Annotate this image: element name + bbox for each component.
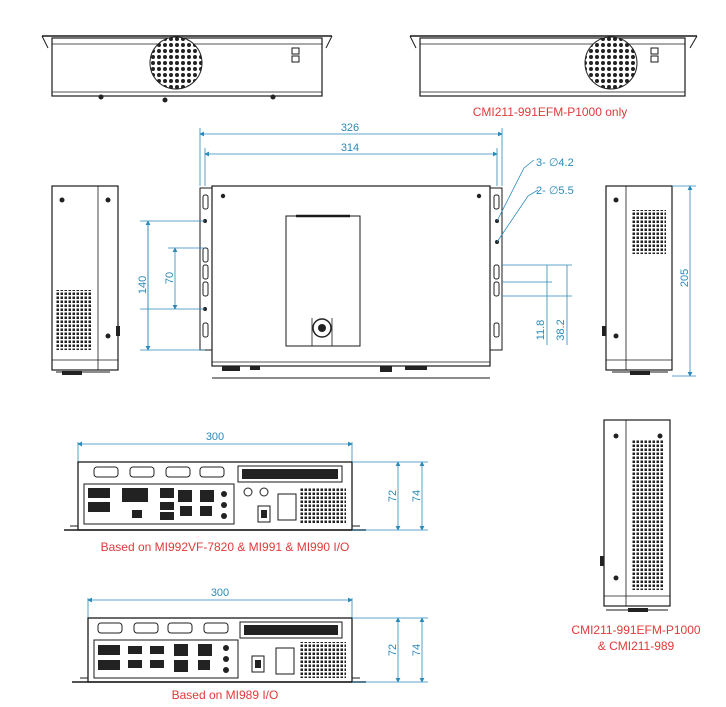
dim-io1-72: 72 [387, 490, 399, 502]
dim-io1-300: 300 [206, 431, 224, 443]
hole-spec-42: 3- ∅4.2 [536, 157, 574, 169]
io-view-2: 300 72 [72, 587, 428, 702]
dim-140: 140 [137, 276, 149, 294]
caption-io-view-1: Based on MI992VF-7820 & MI991 & MI990 I/… [101, 540, 350, 554]
front-view-dimensions: 326 314 140 70 3- ∅4.2 2- ∅5.5 11.8 38.2 [137, 122, 574, 351]
io-view-1: 300 [64, 431, 428, 554]
left-side-view [51, 185, 120, 375]
dim-38-2: 38.2 [555, 319, 567, 340]
caption-side-view-line2: & CMI211-989 [598, 639, 675, 653]
caption-top-right-view: CMI211-991EFM-P1000 only [473, 105, 628, 119]
right-side-view: 205 [602, 185, 696, 377]
dim-io2-72: 72 [387, 644, 399, 656]
dim-io2-74: 74 [411, 644, 423, 656]
dim-70: 70 [164, 272, 176, 284]
dim-io2-300: 300 [211, 587, 229, 599]
caption-side-view-line1: CMI211-991EFM-P1000 [571, 623, 700, 637]
tall-side-view: CMI211-991EFM-P1000 & CMI211-989 [571, 419, 701, 653]
caption-io-view-2: Based on MI989 I/O [172, 688, 279, 702]
dim-io1-74: 74 [411, 490, 423, 502]
hole-spec-55: 2- ∅5.5 [536, 185, 574, 197]
dim-11-8: 11.8 [535, 320, 547, 341]
dim-326: 326 [341, 122, 359, 134]
dim-205: 205 [679, 269, 691, 287]
top-view-right: CMI211-991EFM-P1000 only [409, 35, 698, 119]
top-view-left [41, 35, 333, 103]
front-view [199, 185, 503, 379]
dim-314: 314 [341, 142, 359, 154]
